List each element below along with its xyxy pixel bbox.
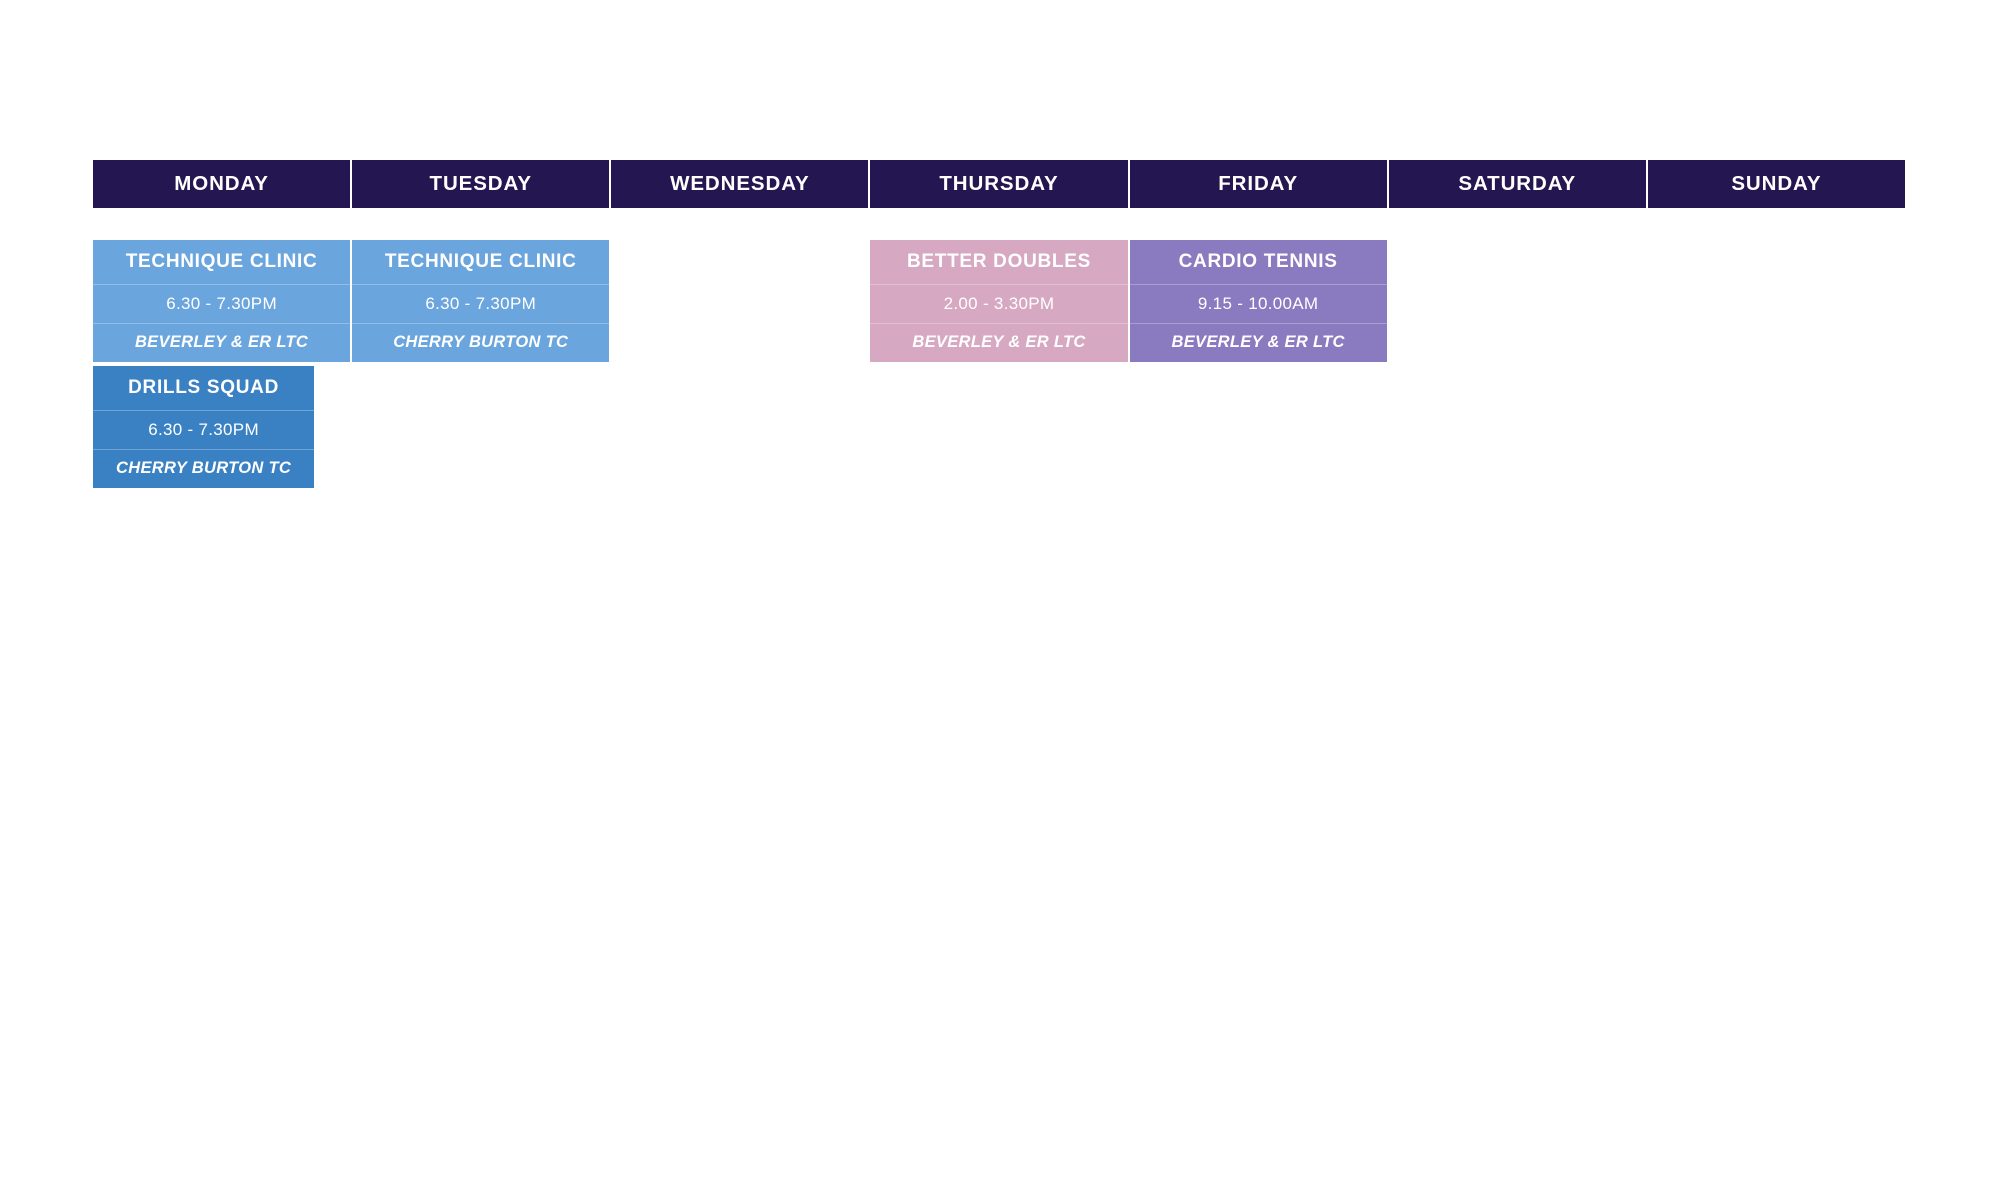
session-time: 9.15 - 10.00AM <box>1129 284 1387 323</box>
day-header-saturday: SATURDAY <box>1388 160 1646 208</box>
session-title: CARDIO TENNIS <box>1178 251 1338 272</box>
session-venue: CHERRY BURTON TC <box>93 449 315 488</box>
session-title: TECHNIQUE CLINIC <box>125 251 318 272</box>
day-header-wednesday: WEDNESDAY <box>611 160 869 208</box>
session-time: 6.30 - 7.30PM <box>352 284 610 323</box>
session-title: DRILLS SQUAD <box>128 377 280 398</box>
session-venue: BEVERLEY & ER LTC <box>93 323 351 362</box>
day-header-friday: FRIDAY <box>1129 160 1387 208</box>
day-header-sunday: SUNDAY <box>1647 160 1905 208</box>
day-header-monday: MONDAY <box>93 160 351 208</box>
session-title: BETTER DOUBLES <box>907 251 1091 272</box>
day-header-thursday: THURSDAY <box>870 160 1128 208</box>
session-title: TECHNIQUE CLINIC <box>384 251 577 272</box>
session-venue: BEVERLEY & ER LTC <box>1129 323 1387 362</box>
day-header-tuesday: TUESDAY <box>352 160 610 208</box>
session-time: 2.00 - 3.30PM <box>870 284 1128 323</box>
session-venue: BEVERLEY & ER LTC <box>870 323 1128 362</box>
session-time: 6.30 - 7.30PM <box>93 284 351 323</box>
session-time: 6.30 - 7.30PM <box>93 410 315 449</box>
session-venue: CHERRY BURTON TC <box>352 323 610 362</box>
